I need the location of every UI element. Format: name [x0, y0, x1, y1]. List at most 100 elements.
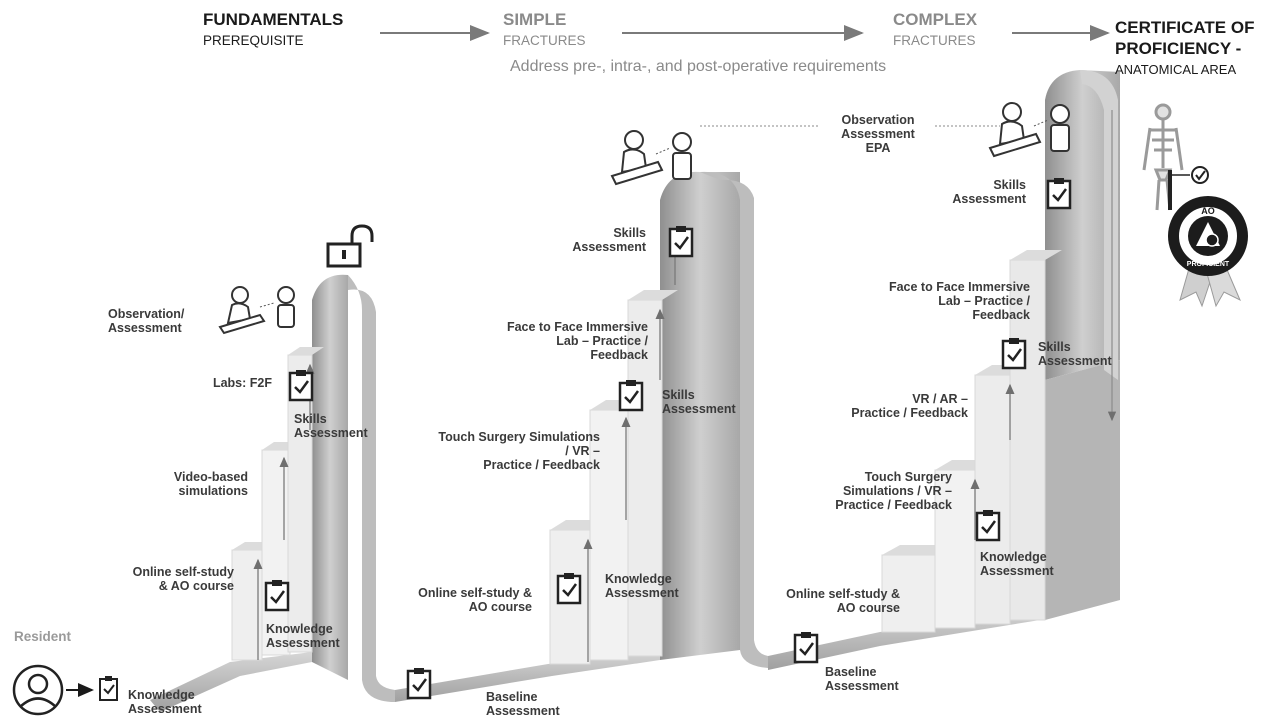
- complex-skills-mid-line1: Skills: [1038, 340, 1071, 354]
- complex-baseline-line2: Assessment: [825, 679, 899, 693]
- fund-labs-line1: Labs: F2F: [212, 376, 272, 390]
- skeleton-icon: [1142, 103, 1184, 211]
- simple-touch-label: Touch Surgery Simulations / VR – Practic…: [400, 430, 600, 472]
- simple-online-line1: Online self-study &: [418, 586, 532, 600]
- simple-skills-mid-label: Skills Assessment: [662, 388, 736, 416]
- complex-f2f-label: Face to Face Immersive Lab – Practice / …: [850, 280, 1030, 322]
- simple-skills-mid-line1: Skills: [662, 388, 695, 402]
- complex-touch-line2: Simulations / VR –: [842, 484, 952, 498]
- ribbon-down-2: [700, 171, 768, 668]
- ribbon-floor-fundamentals: [150, 652, 312, 712]
- simple-f2f-label: Face to Face Immersive Lab – Practice / …: [470, 320, 648, 362]
- complex-knowledge-line1: Knowledge: [980, 550, 1047, 564]
- step-c4-top: [1010, 250, 1062, 260]
- complex-subtitle: FRACTURES: [893, 33, 976, 48]
- unlocked-padlock-icon: [326, 224, 374, 268]
- complex-vr-label: VR / AR – Practice / Feedback: [840, 392, 968, 420]
- resident-avatar-icon: [12, 664, 64, 716]
- complex-touch-line1: Touch Surgery: [864, 470, 952, 484]
- complex-touch-line3: Practice / Feedback: [835, 498, 952, 512]
- certificate-title-line1: CERTIFICATE OF: [1115, 18, 1255, 37]
- clipboard-check-icon: [406, 668, 432, 700]
- certificate-subtitle: ANATOMICAL AREA: [1115, 62, 1237, 77]
- complex-observation-label: Observation Assessment EPA: [818, 113, 938, 155]
- simple-skills-top-label: Skills Assessment: [550, 226, 646, 254]
- simple-touch-line1: Touch Surgery Simulations: [438, 430, 600, 444]
- complex-skills-mid-label: Skills Assessment: [1038, 340, 1112, 368]
- complex-skills-top-label: Skills Assessment: [930, 178, 1026, 206]
- simple-knowledge-line1: Knowledge: [605, 572, 672, 586]
- simple-f2f-line1: Face to Face Immersive: [506, 320, 648, 334]
- ribbon-riser-simple: [660, 171, 740, 660]
- address-note: Address pre-, intra-, and post-operative…: [510, 58, 887, 75]
- clipboard-check-icon: [975, 510, 1001, 542]
- step-f3-top: [288, 347, 324, 355]
- ribbon-down-3: [1080, 70, 1118, 380]
- complex-observation-line1: Observation: [841, 113, 915, 127]
- clipboard-check-icon: [264, 580, 290, 612]
- simple-online-line2: AO course: [468, 600, 532, 614]
- fund-observation-line1: Observation/: [108, 307, 185, 321]
- clipboard-check-icon: [1001, 338, 1027, 370]
- simple-title: SIMPLE: [503, 10, 567, 29]
- fund-skills-line1: Skills: [294, 412, 327, 426]
- complex-knowledge-label: Knowledge Assessment: [980, 550, 1054, 578]
- observation-figures-icon: [988, 102, 1070, 158]
- fund-knowledge-label: Knowledge Assessment: [266, 622, 340, 650]
- check-circle-icon: [1191, 166, 1209, 184]
- ribbon-floor-simple: [395, 650, 660, 702]
- clipboard-check-icon: [288, 370, 314, 402]
- complex-knowledge-line2: Assessment: [980, 564, 1054, 578]
- fund-video-line2: simulations: [178, 484, 248, 498]
- certificate-title-line2: PROFICIENCY -: [1115, 39, 1242, 58]
- ribbon-down-1: [348, 275, 395, 702]
- observation-figures-icon: [610, 130, 692, 186]
- clipboard-check-icon: [793, 632, 819, 664]
- complex-f2f-line3: Feedback: [972, 308, 1030, 322]
- simple-touch-line2: / VR –: [565, 444, 600, 458]
- complex-skills-top-line2: Assessment: [952, 192, 1026, 206]
- fund-knowledge-line1: Knowledge: [266, 622, 333, 636]
- simple-baseline-label: Baseline Assessment: [486, 690, 560, 718]
- complex-observation-line2: Assessment: [841, 127, 915, 141]
- check-mark-icon: [1195, 170, 1206, 181]
- simple-skills-top-line2: Assessment: [572, 240, 646, 254]
- complex-online-line1: Online self-study &: [786, 587, 900, 601]
- ribbon-riser-fundamentals: [312, 274, 348, 680]
- complex-vr-line2: Practice / Feedback: [851, 406, 968, 420]
- clipboard-check-icon: [1046, 178, 1072, 210]
- simple-online-label: Online self-study & AO course: [390, 586, 532, 614]
- complex-baseline-label: Baseline Assessment: [825, 665, 899, 693]
- step-s3-top: [628, 290, 678, 300]
- complex-f2f-line1: Face to Face Immersive: [888, 280, 1030, 294]
- clipboard-check-icon: [556, 573, 582, 605]
- simple-subtitle: FRACTURES: [503, 33, 586, 48]
- fund-online-line1: Online self-study: [132, 565, 234, 579]
- start-knowledge-line1: Knowledge: [128, 688, 195, 702]
- complex-online-line2: AO course: [836, 601, 900, 615]
- complex-skills-top-line1: Skills: [993, 178, 1026, 192]
- complex-skills-mid-line2: Assessment: [1038, 354, 1112, 368]
- badge-top-text: AO: [1201, 206, 1215, 216]
- observation-figures-icon: [218, 286, 295, 335]
- ribbon-riser-complex-lower: [1045, 360, 1120, 620]
- simple-f2f-line2: Lab – Practice /: [556, 334, 648, 348]
- fund-observation-line2: Assessment: [108, 321, 182, 335]
- fund-video-label: Video-based simulations: [140, 470, 248, 498]
- simple-knowledge-label: Knowledge Assessment: [605, 572, 679, 600]
- simple-touch-line3: Practice / Feedback: [483, 458, 600, 472]
- complex-observation-line3: EPA: [865, 141, 891, 155]
- fund-online-label: Online self-study & AO course: [98, 565, 234, 593]
- fund-skills-label: Skills Assessment: [294, 412, 368, 440]
- simple-knowledge-line2: Assessment: [605, 586, 679, 600]
- simple-baseline-line2: Assessment: [486, 704, 560, 718]
- ao-proficient-badge-icon: AO PROFICIENT: [1168, 196, 1248, 308]
- start-knowledge-label: Knowledge Assessment: [128, 688, 202, 716]
- fund-skills-line2: Assessment: [294, 426, 368, 440]
- simple-baseline-line1: Baseline: [486, 690, 538, 704]
- badge-bottom-text: PROFICIENT: [1187, 261, 1230, 268]
- simple-skills-top-line1: Skills: [613, 226, 646, 240]
- start-knowledge-line2: Assessment: [128, 702, 202, 716]
- fund-knowledge-line2: Assessment: [266, 636, 340, 650]
